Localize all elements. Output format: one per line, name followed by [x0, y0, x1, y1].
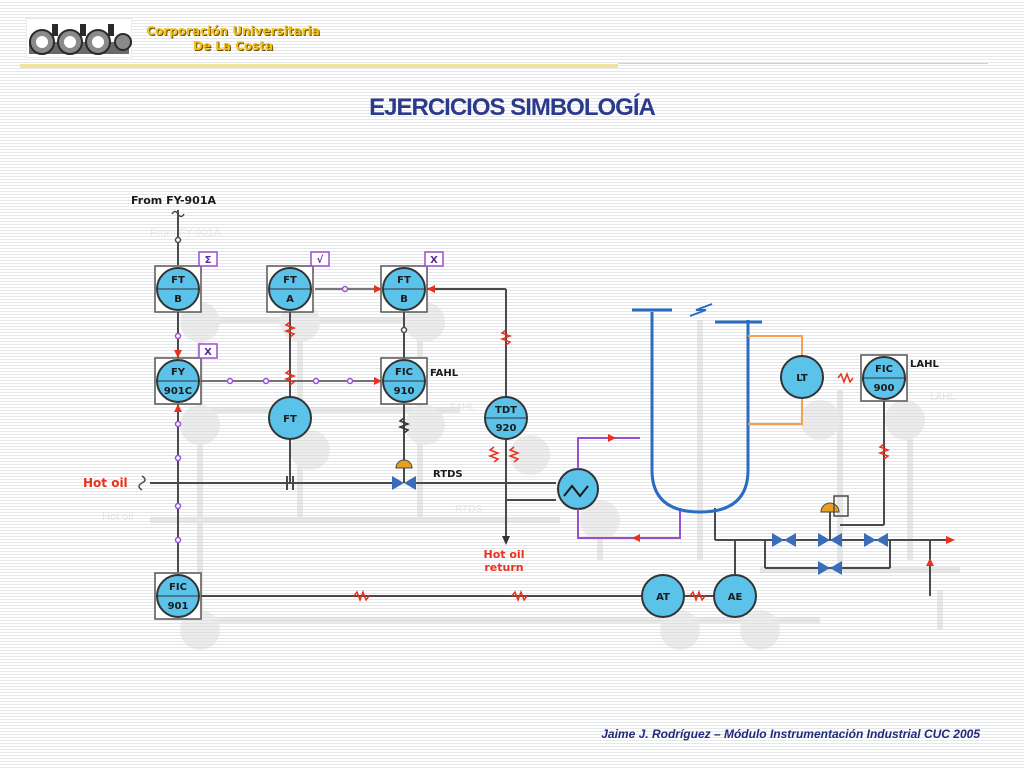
zigzag-dark: [397, 417, 411, 434]
instrument-fy-901c[interactable]: FY 901C: [154, 357, 202, 405]
header-rule-thin: [618, 63, 988, 64]
instrument-lt[interactable]: LT: [780, 355, 824, 399]
signal-arrows: [174, 285, 435, 412]
ft-b2-top: FT: [397, 275, 411, 286]
hot-oil-return-label-2: return: [484, 561, 523, 574]
rtds-label: RTDS: [433, 469, 463, 480]
outlet-valves: [772, 533, 888, 575]
svg-text:LAHL: LAHL: [930, 392, 955, 403]
lahl-label: LAHL: [910, 359, 939, 370]
lt-label: LT: [796, 373, 808, 384]
svg-text:Hot oil: Hot oil: [102, 511, 133, 523]
tdt-920-bottom: 920: [496, 423, 517, 434]
svg-text:RTDS: RTDS: [455, 504, 482, 515]
tdt-920-top: TDT: [495, 405, 517, 416]
heat-exchanger: [557, 468, 599, 510]
instrument-fic-901[interactable]: FIC 901: [154, 572, 202, 620]
instrument-tdt-920[interactable]: TDT 920: [484, 396, 528, 440]
ft-b-bottom: B: [174, 294, 182, 305]
at-label: AT: [656, 592, 670, 603]
fic-900-top: FIC: [875, 364, 893, 375]
ghost-shadow-layer: From FY-901A Hot oil RTDS LAHL FAHL: [102, 227, 960, 650]
instrument-fic-910[interactable]: FIC 910: [380, 357, 428, 405]
instrument-ft-a[interactable]: FT A: [266, 265, 314, 313]
zigzag-signals: [283, 321, 891, 603]
ft-b2-bottom: B: [400, 294, 408, 305]
level-control-valve-actuator: [820, 495, 849, 540]
hot-oil-inlet-icon: [138, 475, 146, 491]
level-lines: [748, 335, 803, 425]
org-line-1: Corporación Universitaria: [146, 24, 320, 38]
from-fy-label: From FY-901A: [131, 194, 216, 207]
instrument-fic-900[interactable]: FIC 900: [860, 354, 908, 402]
hot-oil-return-label-1: Hot oil: [484, 548, 525, 561]
fic-910-bottom: 910: [394, 386, 415, 397]
fic-901-top: FIC: [169, 582, 187, 593]
ft-label: FT: [283, 414, 297, 425]
instrument-ft-b2[interactable]: FT B: [380, 265, 428, 313]
process-vessel: [632, 303, 762, 514]
sqrt-tag: √: [317, 254, 324, 266]
orifice-plate: [286, 476, 294, 490]
fy-901c-top: FY: [171, 367, 186, 378]
page-title: EJERCICIOS SIMBOLOGÍA: [369, 94, 656, 121]
svg-text:From FY-901A: From FY-901A: [150, 227, 222, 239]
flow-up-arrow: [926, 558, 934, 566]
process-lines: [150, 210, 948, 597]
header-rule: [20, 64, 618, 68]
ft-a-bottom: A: [286, 294, 294, 305]
instrument-ae[interactable]: AE: [713, 574, 757, 618]
instrument-ft-b[interactable]: FT B: [154, 265, 202, 313]
ft-a-top: FT: [283, 275, 297, 286]
control-valve-910: [392, 459, 416, 490]
heater-arrow-in: [608, 434, 616, 442]
hot-oil-return-arrow: [502, 536, 510, 545]
instrument-ft[interactable]: FT: [268, 396, 312, 440]
outlet-arrow: [946, 536, 955, 544]
footer-credit: Jaime J. Rodríguez – Módulo Instrumentac…: [601, 727, 980, 741]
organization-name: Corporación Universitaria De La Costa: [138, 24, 328, 54]
fic-901-bottom: 901: [168, 601, 189, 612]
fahl-label: FAHL: [430, 368, 459, 379]
instrument-at[interactable]: AT: [641, 574, 685, 618]
mult-tag-1: X: [430, 255, 438, 266]
fic-910-top: FIC: [395, 367, 413, 378]
function-tags: Σ √ X X: [198, 251, 444, 359]
heater-arrow-out: [632, 534, 640, 542]
ae-label: AE: [728, 592, 743, 603]
ft-b-top: FT: [171, 275, 185, 286]
heater-lines: [577, 437, 681, 539]
hot-oil-label: Hot oil: [83, 476, 128, 490]
sum-tag: Σ: [205, 255, 212, 266]
university-logo: [26, 18, 132, 58]
mult-tag-2: X: [204, 347, 212, 358]
from-fy-squiggle-icon: [171, 210, 185, 218]
fic-900-bottom: 900: [874, 383, 895, 394]
org-line-2: De La Costa: [192, 39, 274, 53]
signal-markers: [174, 236, 408, 544]
fy-901c-bottom: 901C: [164, 386, 192, 397]
svg-text:FAHL: FAHL: [450, 402, 475, 413]
